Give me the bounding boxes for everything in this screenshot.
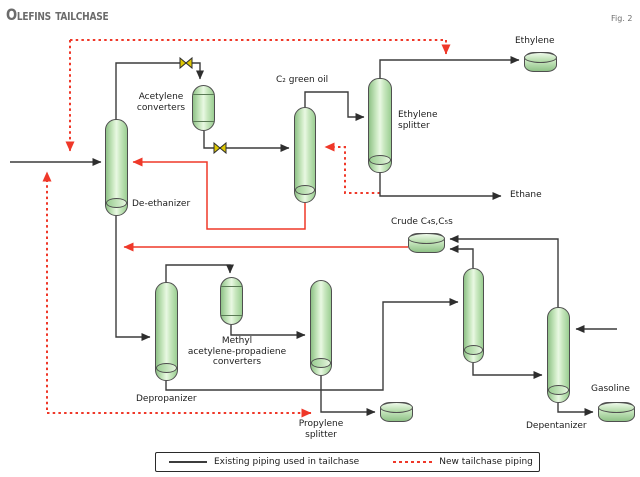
acetylene-converter-vessel <box>192 85 215 131</box>
de-ethanizer-column <box>105 119 128 216</box>
legend-box: Existing piping used in tailchase New ta… <box>155 452 540 472</box>
dished-head <box>106 198 127 208</box>
depropanizer-label: Depropanizer <box>136 394 197 404</box>
pipe-converter-outlet <box>203 131 290 152</box>
label-line: Acetylene <box>138 92 184 102</box>
label-line: converters <box>212 357 262 367</box>
dished-head <box>295 185 315 195</box>
label-line: acetylene-propadiene <box>187 346 287 357</box>
depentanizer-label: Depentanizer <box>526 421 587 431</box>
ethylene-drum <box>524 52 557 72</box>
page-title: Olefins tailchase <box>6 5 109 24</box>
mapd-converter-vessel <box>220 277 243 325</box>
crude-c4s-c5s-drum <box>408 233 445 253</box>
recycle-piping-group <box>123 157 408 252</box>
figure-number: Fig. 2 <box>611 14 633 23</box>
pipe-propylene-bottoms <box>320 376 376 416</box>
pipe-mapd-outlet <box>230 325 306 339</box>
depropanizer-column <box>155 282 178 381</box>
pipe-depropanizer-overhead <box>165 264 234 282</box>
pipe-c2-overhead <box>304 91 365 121</box>
pipe-debutanizer-bottoms <box>472 363 543 379</box>
pipe-deethanizer-overhead <box>115 62 204 120</box>
pipe-gasoline-product <box>557 403 594 416</box>
existing-piping-group <box>10 56 617 416</box>
pipe-depentanizer-overhead <box>449 235 559 307</box>
cap-seam <box>221 286 242 287</box>
c2-green-oil-column <box>294 107 316 203</box>
dished-head <box>369 155 391 165</box>
c2-green-oil-label: C₂ green oil <box>276 75 329 85</box>
pipe-greenoil-recycle <box>132 157 306 230</box>
label-line: Methyl <box>221 336 253 346</box>
legend-existing-label: Existing piping used in tailchase <box>214 457 360 467</box>
valve-icon <box>179 56 193 70</box>
label-line: converters <box>136 102 186 113</box>
ethylene-splitter-label: Ethylene splitter <box>398 110 438 131</box>
propylene-splitter-label: Propylene splitter <box>293 419 349 440</box>
mapd-converters-label: Methyl acetylene-propadiene converters <box>182 336 292 368</box>
dished-head <box>156 363 177 373</box>
label-line: splitter <box>305 429 337 440</box>
propylene-splitter-column <box>310 280 332 376</box>
label-line: Ethylene <box>398 110 438 120</box>
drum-lid <box>524 52 557 63</box>
pipe-depropanizer-bottoms <box>165 298 459 391</box>
dished-head <box>464 345 483 355</box>
drum-lid <box>380 402 413 413</box>
gasoline-drum <box>598 402 635 422</box>
pipe-ethane-product <box>379 173 502 200</box>
label-line: Propylene <box>298 419 344 429</box>
crude-c4s-c5s-label: Crude C₄s,C₅s <box>391 217 453 227</box>
depentanizer-column <box>547 307 570 403</box>
pipe-new-ethane-recycle <box>324 142 380 194</box>
acetylene-converters-label: Acetylene converters <box>130 92 192 113</box>
dished-head <box>311 358 331 368</box>
existing-piping-swatch <box>169 461 207 463</box>
new-piping-group <box>42 39 451 418</box>
drum-lid <box>598 402 635 413</box>
drum-lid <box>408 233 445 244</box>
cap-seam <box>193 94 214 95</box>
label-line: splitter <box>398 120 430 131</box>
dished-head <box>548 385 569 395</box>
valve-icon <box>213 141 227 155</box>
ethane-product-label: Ethane <box>510 190 542 200</box>
new-piping-swatch <box>393 461 434 463</box>
ethylene-product-label: Ethylene <box>515 36 555 46</box>
cap-seam <box>221 315 242 316</box>
ethylene-splitter-column <box>368 78 392 173</box>
pipe-ethylene-product <box>379 56 520 78</box>
debutanizer-column <box>463 268 484 363</box>
gasoline-product-label: Gasoline <box>591 384 630 394</box>
legend-new-label: New tailchase piping <box>439 457 533 467</box>
cap-seam <box>193 121 214 122</box>
pipe-debutanizer-overhead <box>449 245 474 268</box>
pipe-deethanizer-bottoms <box>115 216 151 341</box>
propylene-drum <box>380 402 413 422</box>
de-ethanizer-label: De-ethanizer <box>132 199 191 209</box>
